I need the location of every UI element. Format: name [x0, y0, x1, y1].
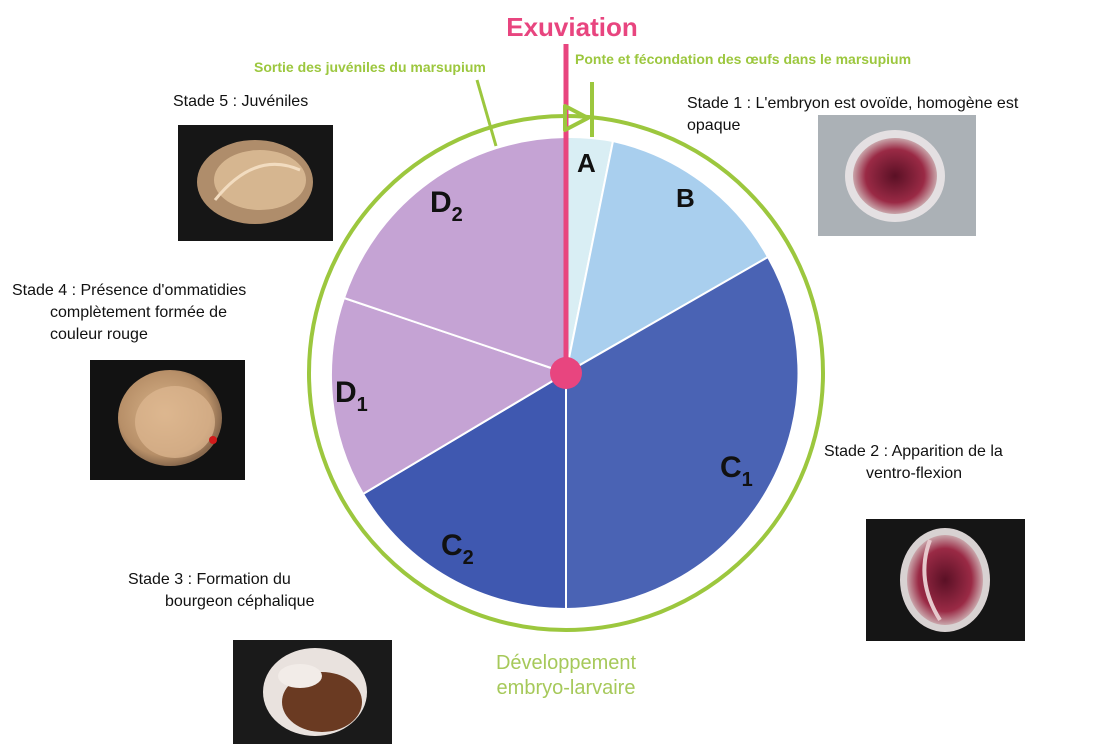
stage2-label-line1: Stade 2 : Apparition de la	[824, 441, 1084, 463]
stage2-label-line2: ventro-flexion	[824, 463, 1084, 485]
stage4-label-line2: complètement formée de	[12, 302, 322, 324]
stage2-photo	[866, 519, 1025, 641]
stage5-photo	[178, 125, 333, 241]
stage1-label-line1: Stade 1 : L'embryon est ovoïde, homogène…	[687, 93, 1107, 115]
stage4-label-line1: Stade 4 : Présence d'ommatidies	[12, 280, 322, 302]
sector-label-B: B	[676, 183, 695, 213]
development-annotation-line2: embryo-larvaire	[497, 677, 636, 699]
stage2-label: Stade 2 : Apparition de la ventro-flexio…	[824, 441, 1084, 485]
stage3-label: Stade 3 : Formation du bourgeon céphaliq…	[128, 569, 378, 613]
development-annotation-line1: Développement	[496, 652, 637, 674]
stage3-label-line2: bourgeon céphalique	[128, 591, 378, 613]
sector-label-A: A	[577, 148, 596, 178]
stage4-label: Stade 4 : Présence d'ommatidies complète…	[12, 280, 322, 346]
stage5-label: Stade 5 : Juvéniles	[173, 91, 393, 113]
laying-annotation: Ponte et fécondation des œufs dans le ma…	[575, 51, 911, 67]
stage3-photo	[233, 640, 392, 744]
exuviation-title: Exuviation	[506, 12, 637, 42]
stage4-label-line3: couleur rouge	[12, 324, 322, 346]
juvenile-exit-pointer	[477, 80, 496, 146]
juvenile-exit-annotation: Sortie des juvéniles du marsupium	[254, 59, 486, 75]
stage1-label: Stade 1 : L'embryon est ovoïde, homogène…	[687, 93, 1107, 137]
stage1-label-line2: opaque	[687, 115, 1107, 137]
center-dot	[550, 357, 582, 389]
stage3-label-line1: Stade 3 : Formation du	[128, 569, 378, 591]
stage5-label-line1: Stade 5 : Juvéniles	[173, 91, 393, 113]
stage4-photo	[90, 360, 245, 480]
